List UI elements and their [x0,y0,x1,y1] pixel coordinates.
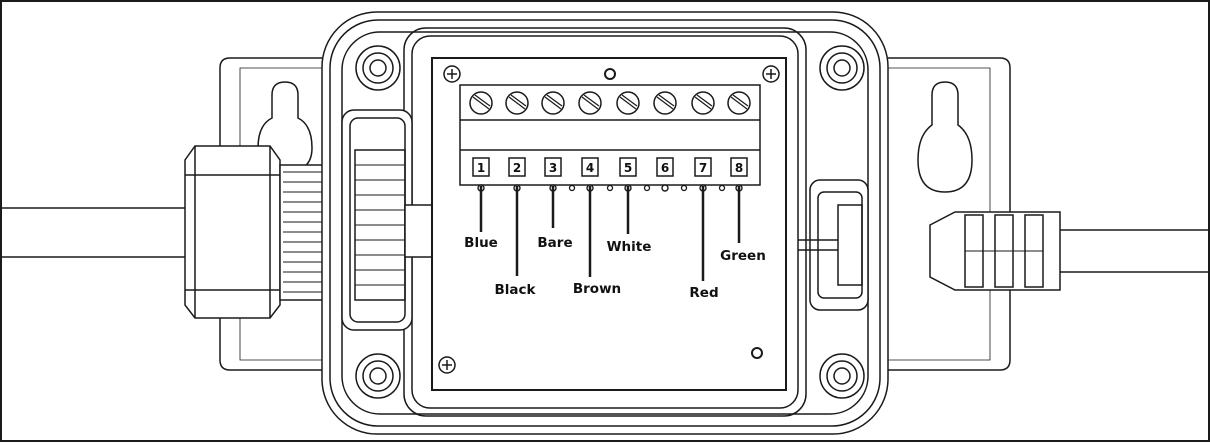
right-cable [1060,229,1210,273]
terminal-screws [469,91,751,115]
bottom-right-hole [819,353,865,399]
terminal-number: 8 [735,161,743,175]
top-right-hole [819,45,865,91]
terminal-slot-5: 5 [619,157,637,177]
terminal-screw [469,91,493,115]
internal-cable-entry [798,179,869,311]
top-left-hole [355,45,401,91]
wire-label-brown: Brown [573,281,621,297]
top-left-screw [443,65,461,83]
contact-dot [718,184,726,192]
contact-dot [606,184,614,192]
terminal-screw [691,91,715,115]
right-strain-relief [929,211,1061,291]
top-right-screw [762,65,780,83]
terminal-number: 5 [624,161,632,175]
left-cable-gland [184,145,326,319]
contact-dot [568,184,576,192]
contact-dot [680,184,688,192]
terminal-screw [653,91,677,115]
terminal-slot-6: 6 [656,157,674,177]
wire-label-bare: Bare [537,235,572,251]
bottom-left-screw [438,356,456,374]
wire-label-blue: Blue [464,235,498,251]
terminal-screw [727,91,751,115]
right-keyhole-slot [917,81,973,193]
contact-dot [661,184,669,192]
bottom-left-hole [355,353,401,399]
wire-label-white: White [607,239,652,255]
terminal-slot-7: 7 [694,157,712,177]
phillips-screws [438,65,780,374]
contact-dot [643,184,651,192]
terminal-screw [505,91,529,115]
terminal-slot-4: 4 [581,157,599,177]
terminal-number: 4 [586,161,594,175]
wire-label-red: Red [689,285,718,301]
terminal-number: 6 [661,161,669,175]
corner-mounting-holes [355,45,865,399]
terminal-slot-2: 2 [508,157,526,177]
terminal-number: 1 [477,161,485,175]
terminal-screw [616,91,640,115]
terminal-block [459,84,761,186]
terminal-number: 2 [513,161,521,175]
terminal-number-boxes: 1 2 3 4 5 6 7 8 [472,157,748,177]
terminal-slot-3: 3 [544,157,562,177]
terminal-screw [578,91,602,115]
wire-leader-lines [479,186,741,281]
left-cable [0,207,185,258]
top-vent-hole [604,68,616,80]
terminal-screw [541,91,565,115]
terminal-slot-8: 8 [730,157,748,177]
wire-label-black: Black [494,282,536,298]
wire-label-green: Green [720,248,766,264]
terminal-number: 3 [549,161,557,175]
bottom-vent-hole [751,347,763,359]
terminal-slot-1: 1 [472,157,490,177]
terminal-number: 7 [699,161,707,175]
